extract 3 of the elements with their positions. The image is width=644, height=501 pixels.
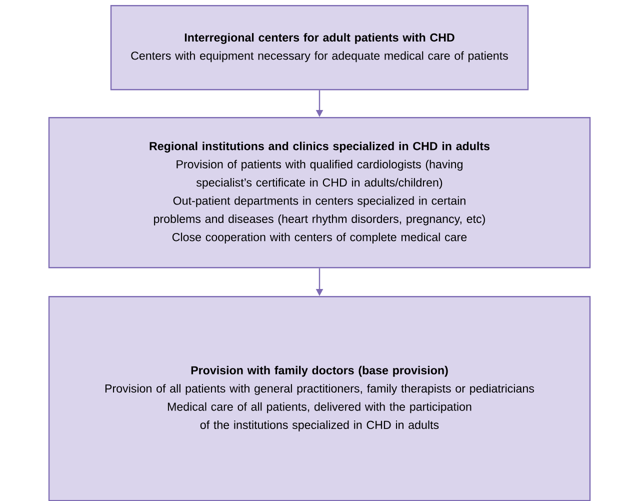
process-box: Regional institutions and clinics specialized in CHD in adults Provision of patients with qualified cardiologists (having specialist’s certificate in CHD in adults/children) Out-patient departments in centers specialized in certain problems and diseases (heart rhythm disorders, pregnancy, etc) Close cooperation with centers of complete medical care — [48, 117, 591, 268]
process-box: Interregional centers for adult patients with CHD Centers with equipment necessary for adequate medical care of patients — [110, 5, 529, 90]
process-box: Provision with family doctors (base provision) Provision of all patients with general practitioners, family therapists or pediatricians Medical care of all patients, delivered with the participation of the institutions specialized in CHD in adults — [48, 296, 591, 501]
